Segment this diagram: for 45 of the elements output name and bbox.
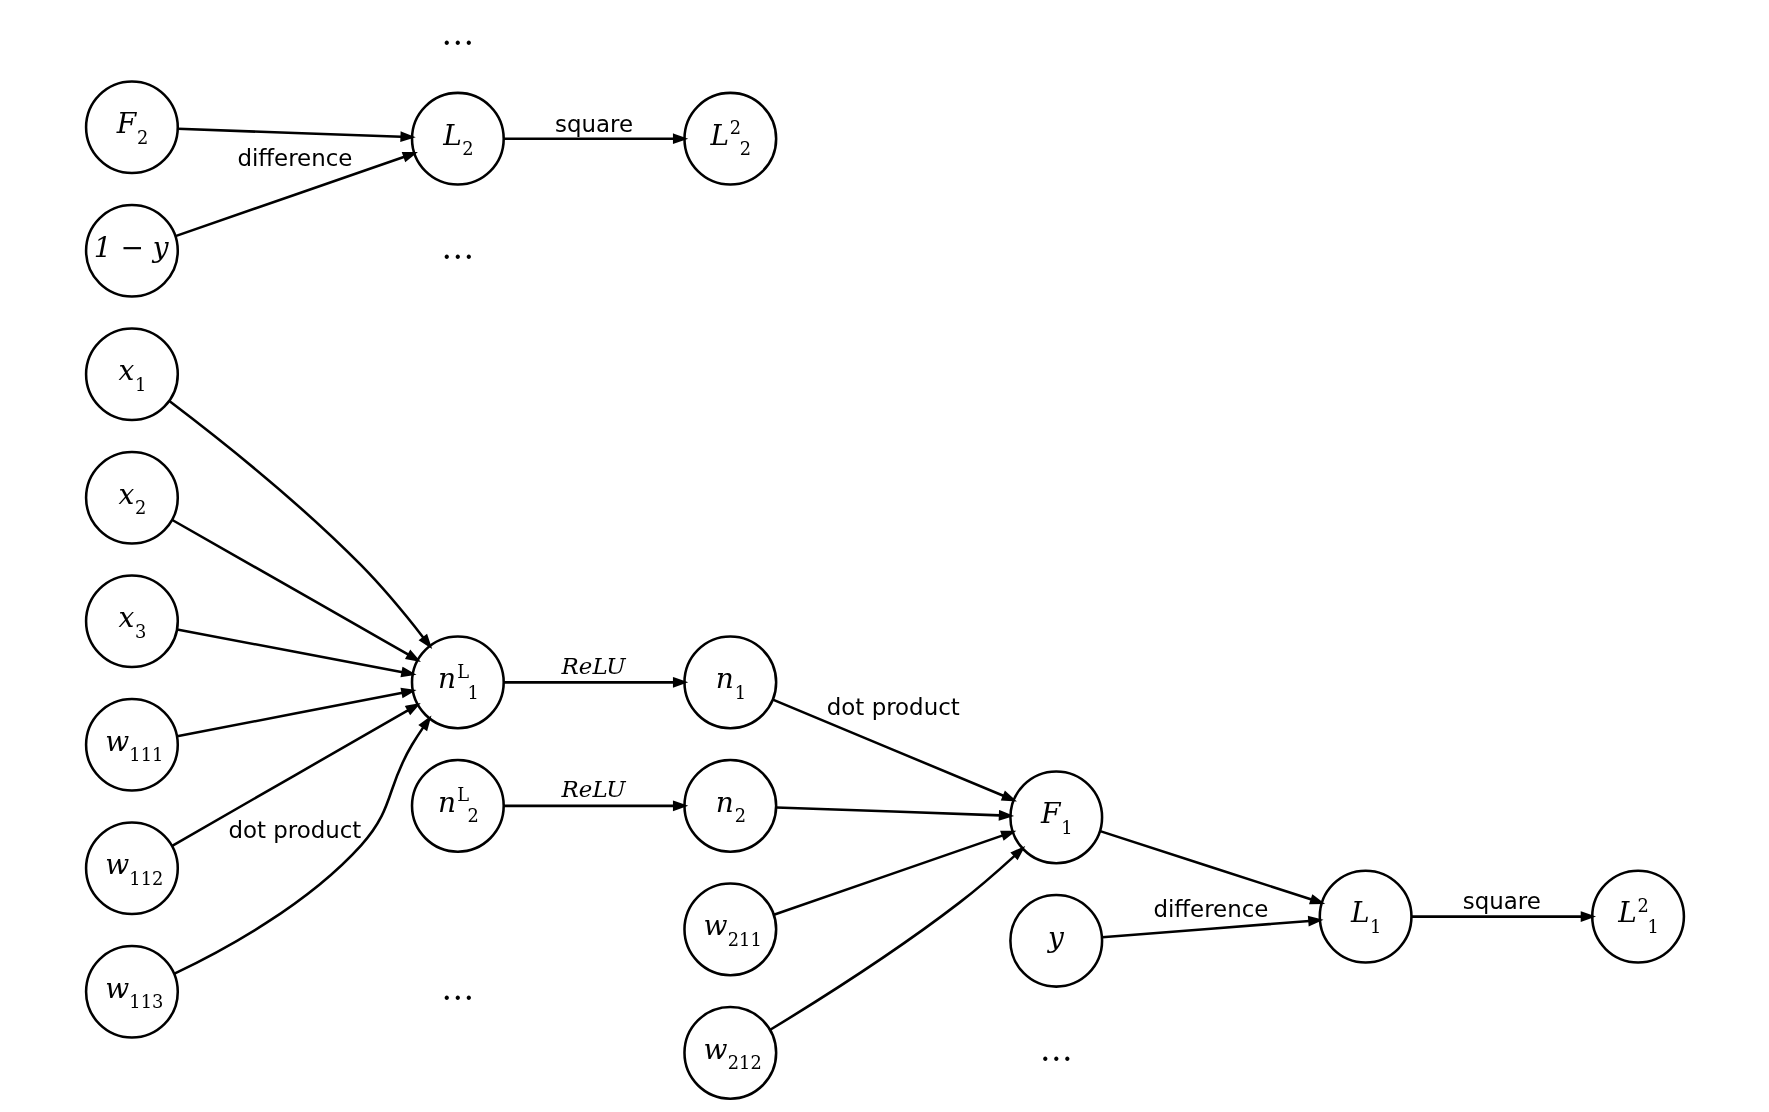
node-circle: x$_{3}$ <box>84 574 179 669</box>
label: … <box>440 968 474 1008</box>
arrow <box>168 400 432 650</box>
arrow <box>173 715 431 975</box>
arrow <box>176 687 417 738</box>
node-circle: n$_{2}$ <box>682 758 777 853</box>
edge-label: difference <box>236 144 352 171</box>
arrow <box>176 628 416 678</box>
edge-label: dot product <box>826 693 960 720</box>
arrow <box>1101 915 1323 939</box>
edge-label: ReLU <box>561 776 626 803</box>
node-circle: x$_{2}$ <box>84 450 179 545</box>
node-circle: L$_{2}$ <box>410 91 505 186</box>
node-circle: w$_{113}$ <box>84 944 179 1039</box>
label: … <box>440 227 474 267</box>
arrow <box>1410 911 1596 922</box>
label: … <box>440 13 474 53</box>
node-circle: w$_{112}$ <box>84 821 179 916</box>
node-circle: w$_{211}$ <box>682 882 777 977</box>
arrow <box>503 133 688 145</box>
arrow <box>772 830 1016 916</box>
edge-label: ReLU <box>561 652 626 679</box>
arrow <box>171 702 421 847</box>
arrow <box>503 677 688 688</box>
node-circle: L$_{1}$ <box>1318 869 1413 964</box>
edge-label: difference <box>1152 896 1268 923</box>
arrow <box>503 800 688 812</box>
node-circle: n$_{1}$ <box>682 635 777 730</box>
label: … <box>1039 1029 1073 1069</box>
arrow <box>1099 829 1325 905</box>
node-circle: 1 − y <box>84 203 179 298</box>
arrow <box>771 698 1017 802</box>
arrow <box>775 806 1014 821</box>
arrow <box>174 152 418 238</box>
node-circle: y <box>1008 893 1103 988</box>
edge-label: dot product <box>227 817 361 844</box>
node-circle: F$_{2}$ <box>84 80 179 175</box>
arrow <box>171 518 421 662</box>
node-circle: x$_{1}$ <box>84 327 179 422</box>
node-circle: w$_{212}$ <box>682 1005 777 1100</box>
arrow <box>769 845 1025 1031</box>
edge-label: square <box>554 110 633 137</box>
node-circle: w$_{111}$ <box>84 697 179 792</box>
arrow <box>177 127 416 143</box>
edge-label: square <box>1462 888 1541 915</box>
